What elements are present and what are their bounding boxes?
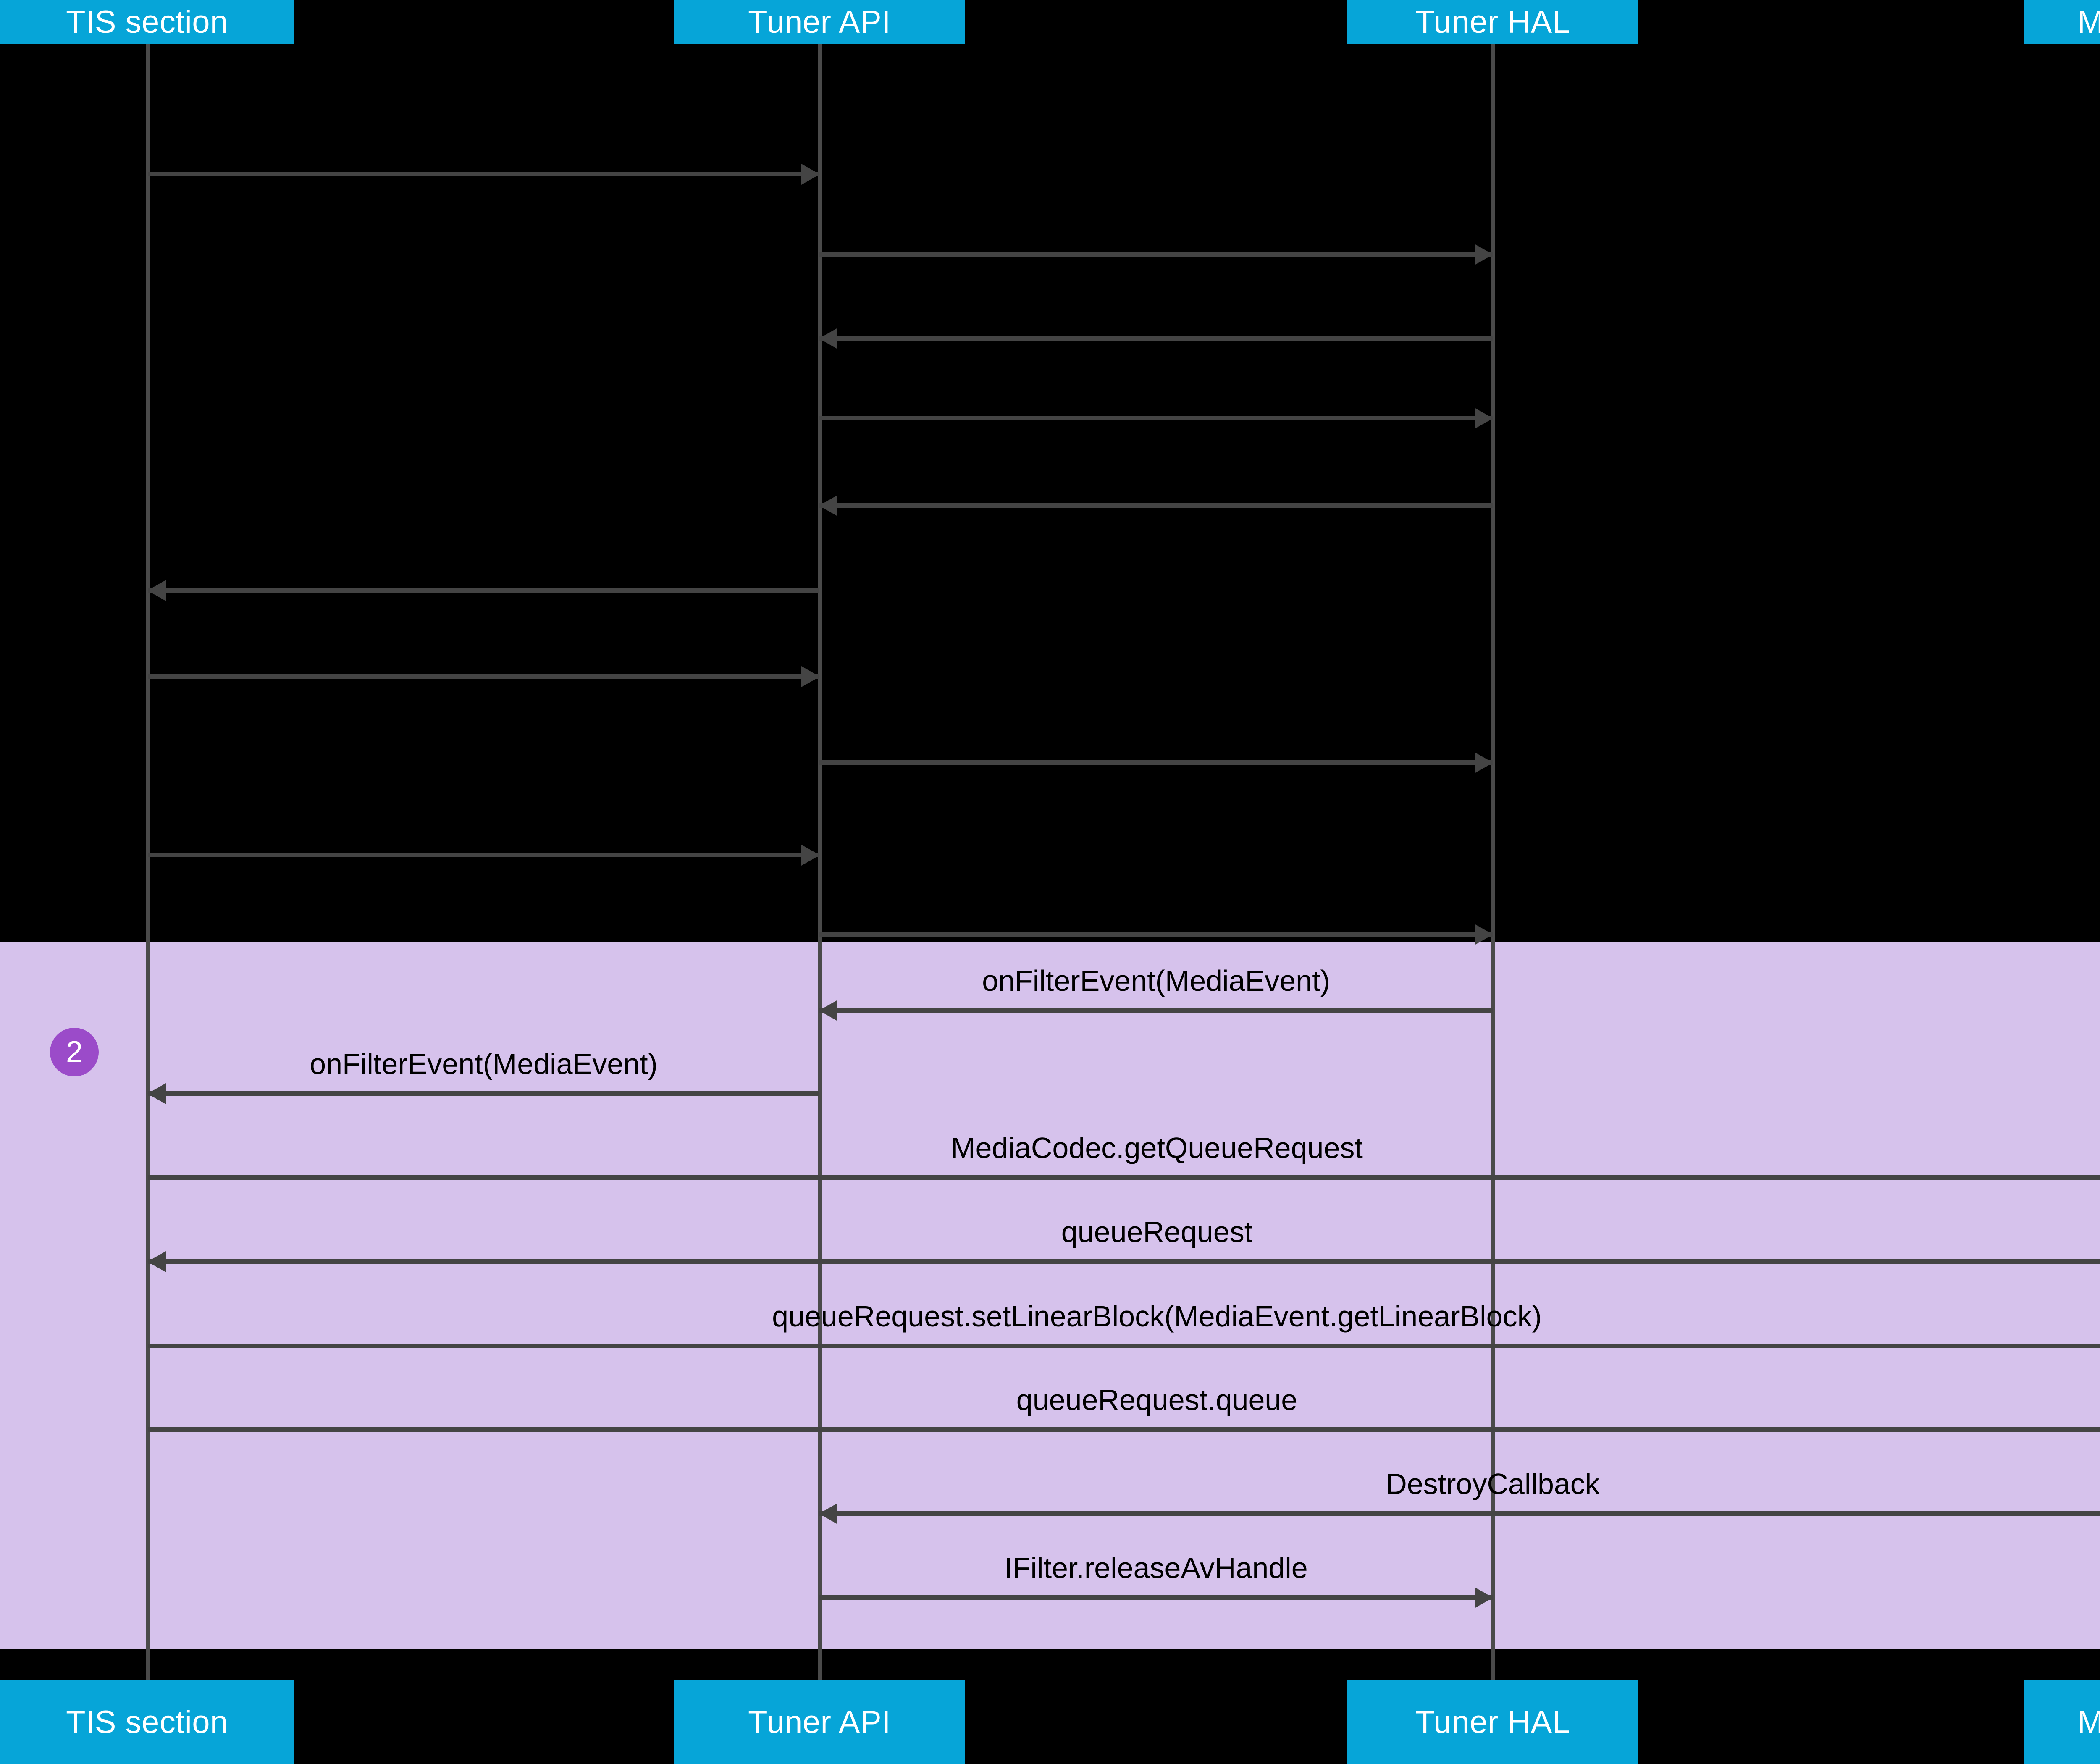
arrow-head-icon [1475, 408, 1493, 429]
arrow-head-icon [801, 666, 820, 687]
step-badge: 2 [50, 1028, 99, 1076]
actor-header-mediacodec[interactable]: MediaCodec [2024, 0, 2100, 44]
arrow-line [819, 252, 1493, 257]
arrow-head-icon [1475, 1587, 1493, 1608]
arrow-head-icon [819, 1000, 837, 1021]
arrow-line [148, 588, 819, 593]
arrow-head-icon [147, 580, 166, 601]
arrow-head-icon [147, 1251, 166, 1272]
actor-footer-mediacodec[interactable]: MediaCodec [2024, 1680, 2100, 1764]
actor-footer-tis[interactable]: TIS section [0, 1680, 294, 1764]
arrow-line [819, 932, 1493, 937]
arrow-head-icon [1475, 244, 1493, 265]
actor-footer-api-label: Tuner API [748, 1704, 891, 1740]
actor-header-hal-label: Tuner HAL [1415, 4, 1570, 40]
arrow-line [148, 172, 819, 176]
actor-header-tis[interactable]: TIS section [0, 0, 294, 44]
actor-footer-tis-label: TIS section [66, 1704, 228, 1740]
arrow-line [819, 336, 1493, 341]
arrow-head-icon [819, 1503, 837, 1524]
message-label-m14: queueRequest [1061, 1215, 1253, 1248]
actor-header-api-label: Tuner API [748, 4, 891, 40]
arrow-line [148, 1259, 2100, 1264]
actor-header-mediacodec-label: MediaCodec [2077, 4, 2100, 40]
actor-header-tis-label: TIS section [66, 4, 228, 40]
arrow-line [819, 1511, 2100, 1516]
arrow-head-icon [819, 495, 837, 516]
arrow-line [148, 1427, 2100, 1432]
arrow-line [148, 1175, 2100, 1180]
arrow-head-icon [1475, 752, 1493, 773]
arrow-line [148, 1091, 819, 1096]
actor-footer-api[interactable]: Tuner API [674, 1680, 965, 1764]
actor-footer-hal-label: Tuner HAL [1415, 1704, 1570, 1740]
actor-header-hal[interactable]: Tuner HAL [1347, 0, 1638, 44]
arrow-head-icon [801, 845, 820, 866]
actor-header-api[interactable]: Tuner API [674, 0, 965, 44]
arrow-line [819, 760, 1493, 765]
lifeline-tis [146, 44, 150, 1680]
message-label-m15: queueRequest.setLinearBlock(MediaEvent.g… [772, 1300, 1542, 1333]
arrow-head-icon [819, 328, 837, 349]
highlight-band [0, 942, 2100, 1649]
arrow-line [819, 1595, 1493, 1600]
arrow-line [819, 503, 1493, 508]
message-label-m16: queueRequest.queue [1016, 1383, 1298, 1416]
arrow-line [819, 1008, 1493, 1013]
arrow-line [148, 853, 819, 857]
message-label-m18: IFilter.releaseAvHandle [1004, 1551, 1308, 1584]
message-label-m17: DestroyCallback [1386, 1467, 1600, 1500]
arrow-head-icon [1475, 924, 1493, 945]
arrow-line [148, 1344, 2100, 1348]
arrow-line [148, 674, 819, 679]
message-label-m12: onFilterEvent(MediaEvent) [310, 1047, 658, 1080]
message-label-m13: MediaCodec.getQueueRequest [951, 1131, 1363, 1164]
lifeline-hal [1491, 44, 1495, 1680]
actor-footer-hal[interactable]: Tuner HAL [1347, 1680, 1638, 1764]
arrow-head-icon [801, 164, 820, 185]
actor-footer-mediacodec-label: MediaCodec [2077, 1704, 2100, 1740]
arrow-head-icon [147, 1083, 166, 1104]
arrow-line [819, 416, 1493, 420]
message-label-m11: onFilterEvent(MediaEvent) [982, 964, 1330, 997]
